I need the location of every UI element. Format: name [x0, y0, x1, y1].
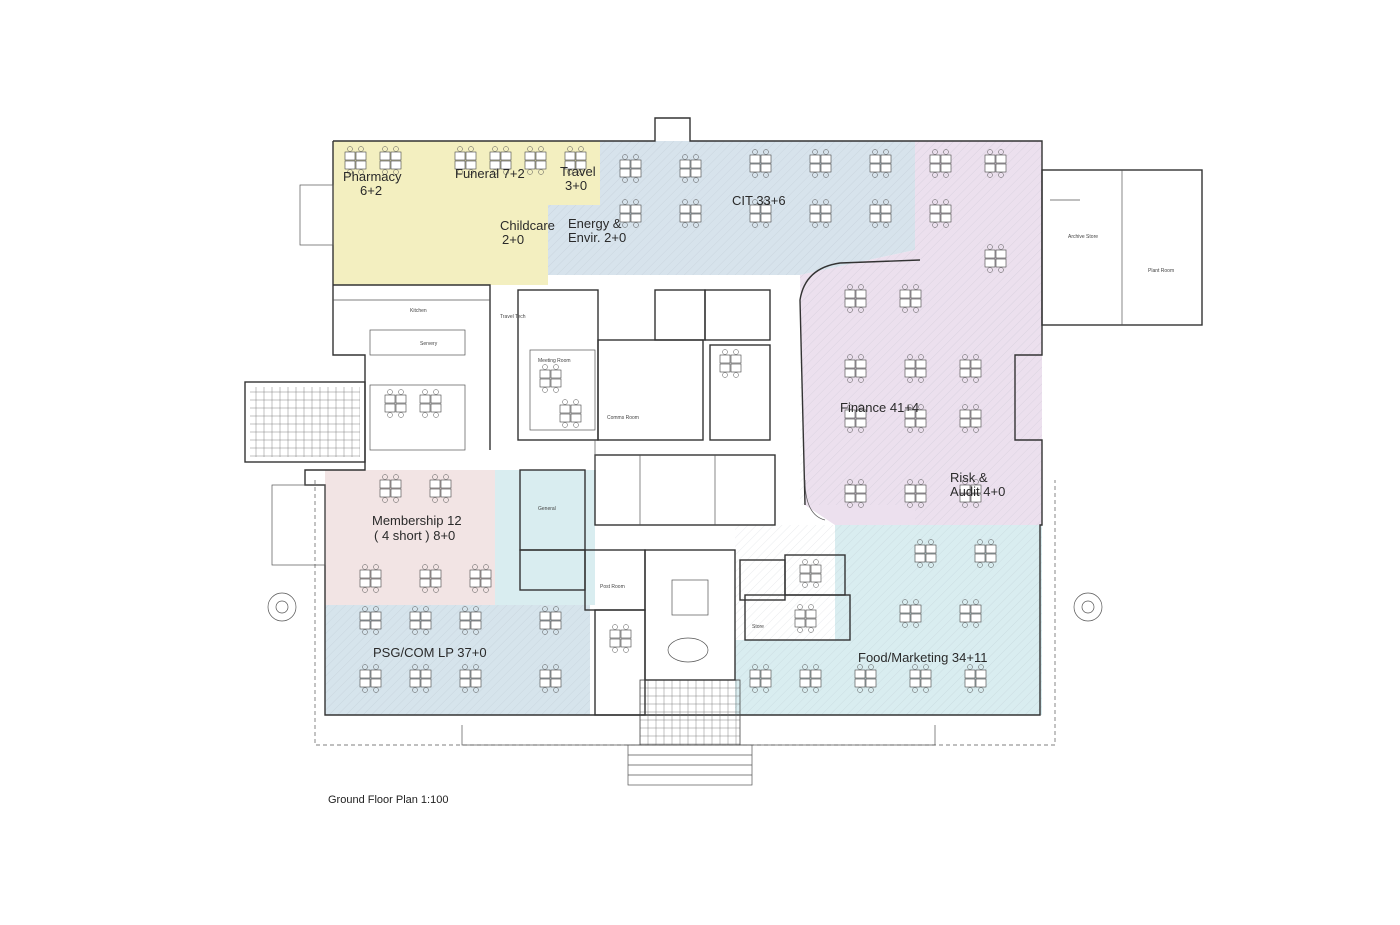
zone-pharmacy-line1: Pharmacy: [343, 169, 402, 184]
room-servery: Servery: [420, 341, 438, 347]
zone-membership-line2: ( 4 short ) 8+0: [374, 528, 455, 543]
room-labels: Kitchen Servery Meeting Room Comms Room …: [410, 234, 1174, 630]
zone-energy-line2: Envir. 2+0: [568, 230, 626, 245]
yellow-zone: [333, 141, 600, 285]
zone-childcare-line2: 2+0: [502, 232, 524, 247]
zone-travel-line1: Travel: [560, 164, 596, 179]
room-comms: Comms Room: [607, 415, 639, 421]
room-store: Store: [752, 624, 764, 630]
cyan-zone-left: [495, 470, 595, 605]
room-plant-room: Plant Room: [1148, 268, 1174, 274]
zone-risk-line2: Audit 4+0: [950, 484, 1005, 499]
room-meeting: Meeting Room: [538, 358, 571, 364]
zone-funeral: Funeral 7+2: [455, 166, 525, 181]
room-post-room: Post Room: [600, 584, 625, 590]
room-general: General: [538, 506, 556, 512]
room-travel-tech: Travel Tech: [500, 314, 526, 320]
plan-caption: Ground Floor Plan 1:100: [328, 794, 449, 806]
room-kitchen: Kitchen: [410, 308, 427, 314]
zone-finance: Finance 41+4: [840, 400, 919, 415]
zone-labels: Pharmacy 6+2 Funeral 7+2 Travel 3+0 Chil…: [343, 164, 1005, 665]
zone-psg: PSG/COM LP 37+0: [373, 645, 487, 660]
zone-cit: CIT 33+6: [732, 193, 786, 208]
zone-pharmacy-line2: 6+2: [360, 183, 382, 198]
zone-food: Food/Marketing 34+11: [858, 650, 987, 665]
entrance-steps: [627, 679, 753, 786]
zone-travel-line2: 3+0: [565, 178, 587, 193]
zone-childcare-line1: Childcare: [500, 218, 555, 233]
zone-risk-line1: Risk &: [950, 470, 988, 485]
zone-membership-line1: Membership 12: [372, 513, 462, 528]
zone-energy-line1: Energy &: [568, 216, 622, 231]
room-archive-store: Archive Store: [1068, 234, 1098, 240]
walls: [244, 117, 1203, 786]
